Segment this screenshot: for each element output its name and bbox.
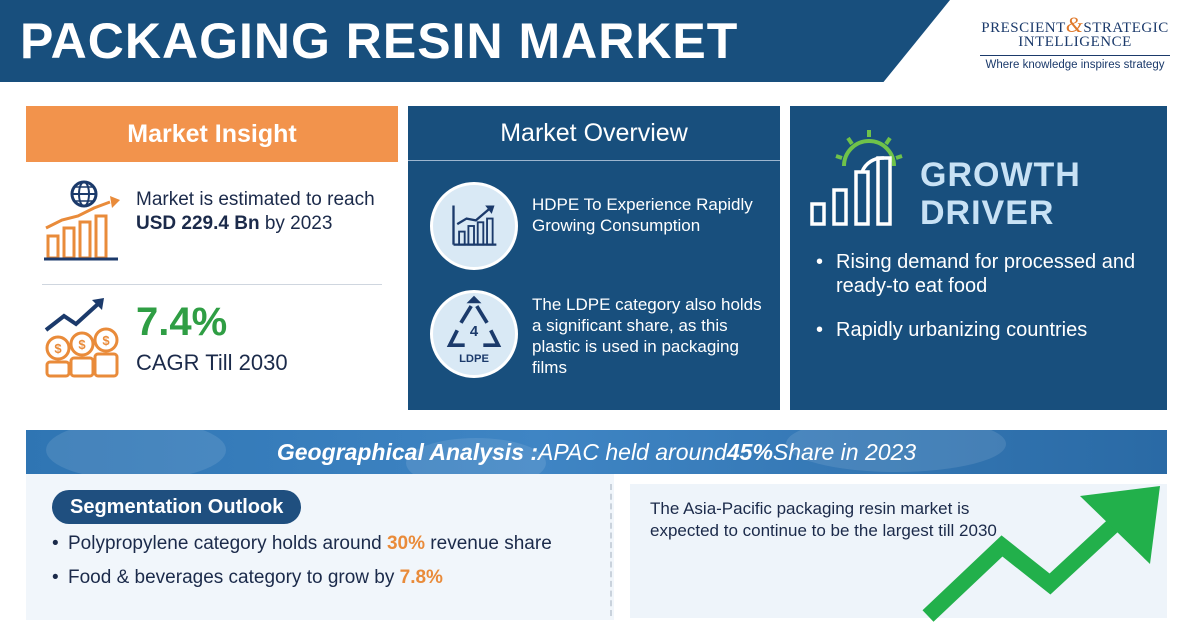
cagr-label: CAGR Till 2030 xyxy=(136,350,288,375)
geographical-analysis-text: Geographical Analysis : APAC held around… xyxy=(276,438,917,465)
header-background xyxy=(0,0,950,82)
ldpe-icon-circle: 4 LDPE xyxy=(430,290,518,378)
company-logo[interactable]: PRESCIENT&STRATEGIC INTELLIGENCE Where k… xyxy=(970,12,1180,71)
overview-item-ldpe: The LDPE category also holds a significa… xyxy=(532,295,762,377)
svg-text:$: $ xyxy=(102,333,110,348)
logo-tagline: Where knowledge inspires strategy xyxy=(985,59,1165,71)
market-estimate-text: Market is estimated to reach USD 229.4 B… xyxy=(136,189,375,234)
list-item: Rising demand for processed and ready-to… xyxy=(816,250,1156,298)
cagr-value: 7.4% xyxy=(136,300,228,344)
segmentation-list: Polypropylene category holds around 30% … xyxy=(52,532,602,600)
insight-divider xyxy=(42,284,382,285)
map-decoration xyxy=(406,438,546,474)
coins-trend-icon: $ $ $ xyxy=(44,298,119,378)
svg-text:LDPE: LDPE xyxy=(459,353,489,365)
gear-bar-chart-icon xyxy=(810,130,903,226)
ldpe-recycle-icon: 4 LDPE xyxy=(446,295,502,365)
svg-text:$: $ xyxy=(78,337,86,352)
market-insight-heading: Market Insight xyxy=(26,106,398,162)
svg-text:$: $ xyxy=(54,341,62,356)
logo-line2: INTELLIGENCE xyxy=(1018,34,1132,50)
list-item: Food & beverages category to grow by 7.8… xyxy=(52,566,602,590)
geographical-analysis-band: Geographical Analysis : APAC held around… xyxy=(26,430,1167,474)
globe-chart-icon xyxy=(44,180,120,261)
growth-driver-list: Rising demand for processed and ready-to… xyxy=(816,250,1156,362)
growth-driver-title: GROWTH DRIVER xyxy=(920,156,1081,232)
list-item: Polypropylene category holds around 30% … xyxy=(52,532,602,556)
dashed-divider xyxy=(610,484,612,616)
asia-pacific-text: The Asia-Pacific packaging resin market … xyxy=(650,499,997,540)
overview-divider xyxy=(408,160,780,161)
market-overview-heading: Market Overview xyxy=(500,118,688,147)
logo-rule xyxy=(980,55,1170,56)
svg-text:4: 4 xyxy=(470,324,479,340)
logo-line1: PRESCIENT&STRATEGIC xyxy=(981,12,1169,37)
overview-item-hdpe: HDPE To Experience Rapidly Growing Consu… xyxy=(532,195,753,235)
market-estimate-value: USD 229.4 Bn xyxy=(136,213,260,234)
bar-chart-trend-icon xyxy=(452,205,497,246)
page-title: PACKAGING RESIN MARKET xyxy=(20,13,739,69)
map-decoration xyxy=(46,430,226,474)
hdpe-icon-circle xyxy=(430,182,518,270)
segmentation-heading: Segmentation Outlook xyxy=(52,490,302,524)
green-up-arrow-icon xyxy=(922,486,1160,622)
list-item: Rapidly urbanizing countries xyxy=(816,318,1156,342)
